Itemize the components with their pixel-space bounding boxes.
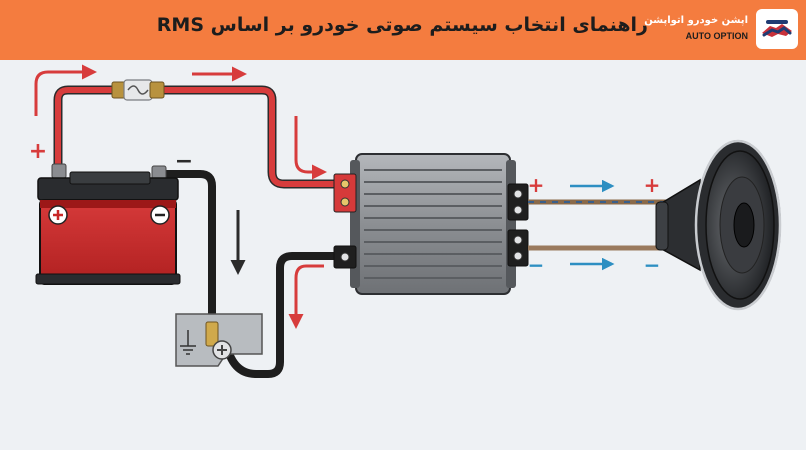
inline-fuse xyxy=(111,79,165,101)
speaker-plus-label: + xyxy=(644,173,661,197)
signal-flow-arrows xyxy=(570,179,615,271)
ground-bracket xyxy=(175,313,263,367)
header-bar: راهنمای انتخاب سیستم صوتی خودرو بر اساس … xyxy=(0,0,806,60)
brand-name: اپشن خودرو اتواپشن xyxy=(644,15,748,26)
car-battery xyxy=(35,163,181,285)
amplifier xyxy=(333,153,529,295)
brand-sub: AUTO OPTION xyxy=(685,31,748,41)
current-flow-arrows xyxy=(34,64,327,329)
battery-minus-label: − xyxy=(175,149,193,174)
brand-logo[interactable]: اپشن خودرو اتواپشن AUTO OPTION xyxy=(644,9,798,49)
positive-wire xyxy=(53,85,341,189)
battery-plus-label: + xyxy=(29,139,47,164)
page-title: راهنمای انتخاب سیستم صوتی خودرو بر اساس … xyxy=(156,14,648,36)
amp-output-plus-label: + xyxy=(528,173,545,197)
speaker xyxy=(655,139,782,311)
amp-output-minus-label: − xyxy=(528,253,545,277)
handshake-car-icon xyxy=(756,9,798,49)
ground-wire xyxy=(158,170,344,378)
wiring-diagram: + − xyxy=(0,60,806,450)
speaker-minus-label: − xyxy=(644,253,661,277)
